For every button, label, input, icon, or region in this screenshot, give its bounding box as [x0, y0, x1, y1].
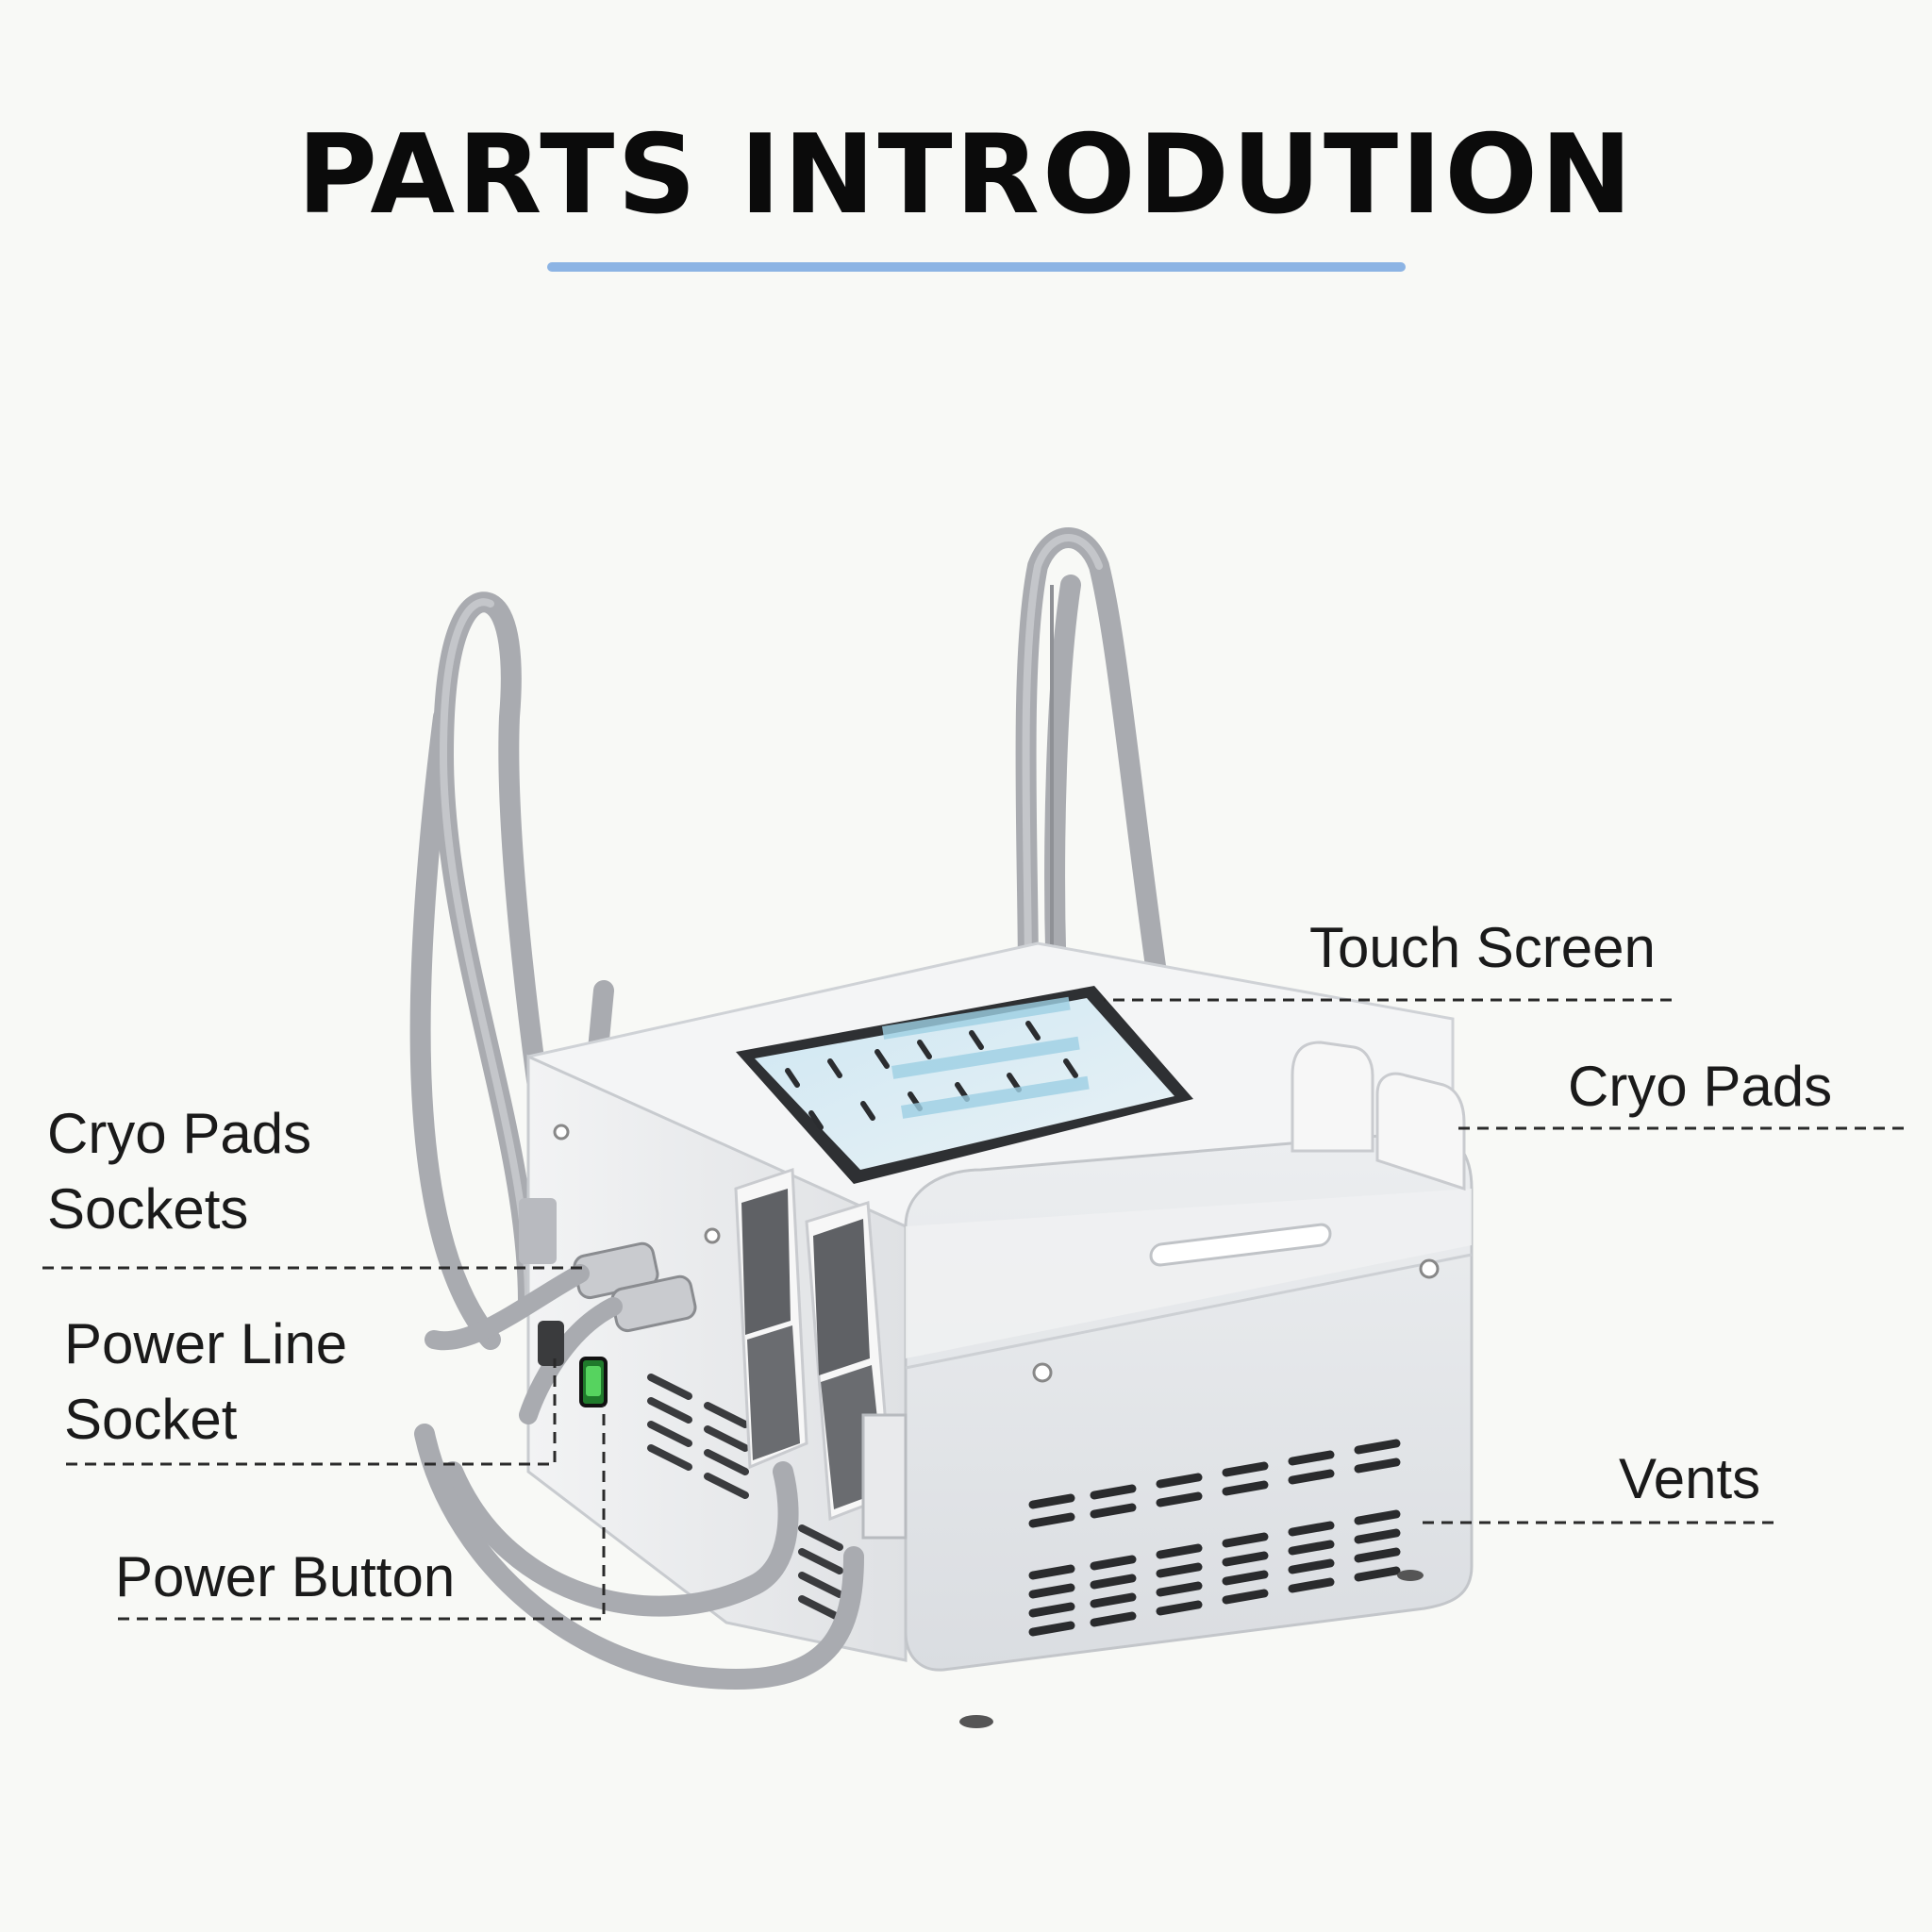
cryo-hoses-front — [414, 1424, 864, 1690]
touch-screen — [736, 986, 1193, 1184]
power-line-socket — [538, 1321, 564, 1366]
label-cryo-pads: Cryo Pads — [1568, 1055, 1833, 1118]
leader-power-button — [118, 1406, 606, 1621]
cryo-pad-sockets — [519, 1198, 697, 1333]
front-light-strip — [1149, 1223, 1332, 1267]
label-cryo-pads-sockets-line2: Sockets — [47, 1177, 249, 1241]
cryo-hoses-right — [1015, 527, 1171, 1010]
callout-leaders — [42, 998, 1904, 1621]
side-vents — [647, 1374, 843, 1622]
label-touch-screen: Touch Screen — [1309, 916, 1656, 979]
cryo-pads-back — [1291, 1041, 1466, 1191]
title-underline — [547, 262, 1406, 272]
label-vents: Vents — [1619, 1447, 1761, 1510]
label-power-line-socket-line2: Socket — [64, 1388, 238, 1451]
label-power-button: Power Button — [115, 1545, 456, 1608]
page-title: PARTS INTRODUTION — [296, 111, 1636, 239]
label-cryo-pads-sockets-line1: Cryo Pads — [47, 1102, 312, 1165]
front-vents — [1028, 1439, 1401, 1637]
label-power-line-socket-line1: Power Line — [64, 1312, 348, 1375]
cryo-pads-front — [734, 1167, 908, 1540]
